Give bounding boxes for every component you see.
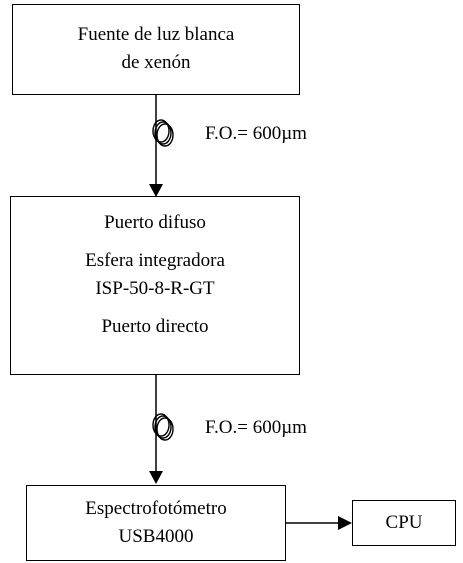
fiber-coil-icon-1 (152, 119, 174, 147)
spectro-box-line1: Espectrofotómetro (85, 498, 227, 519)
sphere-name-line1: Esfera integradora (85, 250, 225, 271)
fiber-2-label: F.O.= 600µm (205, 417, 307, 438)
spectro-box-line2: USB4000 (118, 526, 194, 547)
sphere-box: Puerto difuso Esfera integradora ISP-50-… (10, 196, 300, 375)
source-box-line1: Fuente de luz blanca (77, 24, 235, 45)
sphere-top-port: Puerto difuso (104, 212, 206, 233)
arrow-head-3 (338, 516, 352, 530)
cpu-box-label: CPU (385, 512, 423, 533)
arrow-head-2 (149, 471, 163, 484)
cpu-box: CPU (352, 500, 456, 546)
arrow-head-1 (149, 184, 163, 197)
spectro-box: Espectrofotómetro USB4000 (26, 485, 286, 561)
sphere-bottom-port: Puerto directo (101, 316, 209, 337)
source-box-line2: de xenón (121, 52, 191, 73)
fiber-coil-icon-2 (152, 413, 174, 441)
fiber-1-label: F.O.= 600µm (205, 123, 307, 144)
source-box: Fuente de luz blanca de xenón (12, 4, 300, 95)
sphere-name-line2: ISP-50-8-R-GT (95, 278, 215, 299)
sphere-spacer-1 (11, 237, 299, 247)
sphere-spacer-2 (11, 303, 299, 313)
